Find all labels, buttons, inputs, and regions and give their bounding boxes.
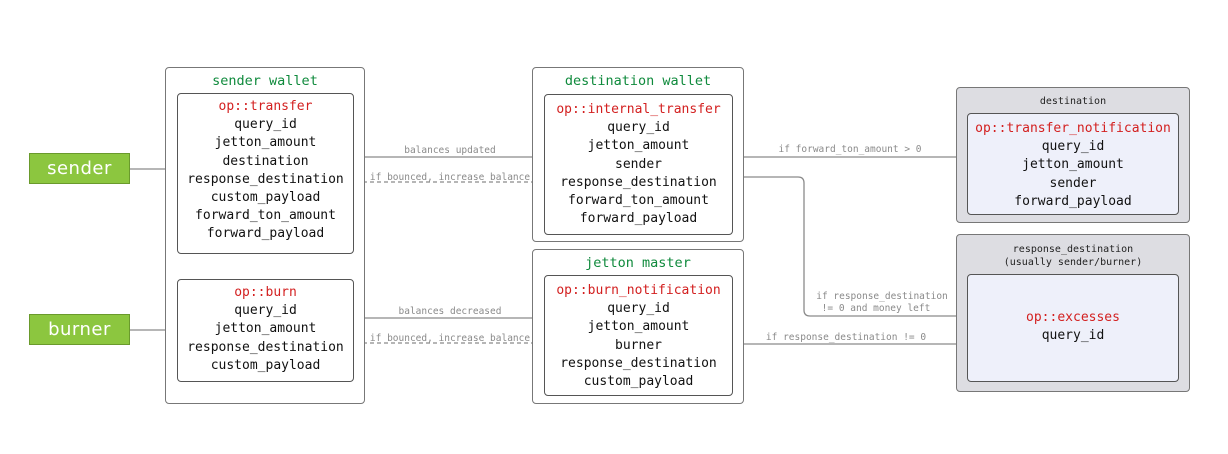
burn-fields: op::burn query_id jetton_amount response…	[178, 284, 353, 375]
field: burner	[615, 337, 662, 353]
field: jetton_amount	[587, 138, 690, 154]
field: response_destination	[560, 355, 717, 371]
field: forward_ton_amount	[568, 192, 709, 208]
internal-transfer-box: op::internal_transfer query_id jetton_am…	[544, 94, 733, 235]
jetton-master-title: jetton master	[585, 255, 691, 271]
label-forward-ton: if forward_ton_amount > 0	[779, 144, 922, 155]
field: forward_ton_amount	[195, 208, 336, 224]
sender-label: sender	[47, 158, 112, 179]
op-burn-notification: op::burn_notification	[556, 283, 721, 298]
op-excesses: op::excesses	[1026, 310, 1120, 325]
label-bounced-2: if bounced, increase balance	[370, 333, 530, 344]
response-destination-subtitle: (usually sender/burner)	[1003, 257, 1143, 268]
transfer-fields: op::transfer query_id jetton_amount dest…	[178, 98, 353, 244]
label-resp-dest-1: if response_destination	[816, 291, 948, 302]
burn-notification-box: op::burn_notification query_id jetton_am…	[544, 275, 733, 396]
field: response_destination	[187, 171, 344, 187]
field: query_id	[607, 120, 670, 136]
field: custom_payload	[210, 357, 321, 373]
excesses-box: op::excesses query_id	[967, 274, 1179, 382]
arrow-excesses-from-transfer	[733, 176, 968, 320]
burner-label: burner	[48, 319, 111, 340]
field: jetton_amount	[1022, 157, 1124, 173]
field: query_id	[234, 117, 297, 133]
op-transfer-notification: op::transfer_notification	[975, 121, 1171, 136]
burn-notification-fields: op::burn_notification query_id jetton_am…	[545, 282, 732, 391]
sender-wallet-title: sender wallet	[212, 73, 318, 89]
field: custom_payload	[210, 189, 321, 205]
field: query_id	[1041, 139, 1105, 155]
op-transfer: op::transfer	[218, 99, 313, 114]
field: sender	[1049, 175, 1097, 191]
burn-message-box: op::burn query_id jetton_amount response…	[177, 279, 354, 382]
field: forward_payload	[579, 211, 698, 227]
label-bounced-1: if bounced, increase balance	[370, 172, 530, 183]
label-resp-dest-2: != 0 and money left	[822, 303, 931, 314]
field: jetton_amount	[214, 321, 317, 337]
field: query_id	[1041, 328, 1105, 344]
field: jetton_amount	[214, 135, 317, 151]
field: query_id	[607, 301, 670, 317]
field: response_destination	[187, 339, 344, 355]
field: forward_payload	[1014, 193, 1132, 209]
transfer-notification-fields: op::transfer_notification query_id jetto…	[968, 120, 1178, 211]
field: jetton_amount	[587, 319, 690, 335]
label-resp-dest-burn: if response_destination != 0	[766, 332, 926, 343]
label-balances-updated: balances updated	[404, 145, 496, 156]
field: sender	[615, 156, 662, 172]
transfer-notification-box: op::transfer_notification query_id jetto…	[967, 113, 1179, 215]
label-balances-decreased: balances decreased	[399, 306, 502, 317]
field: custom_payload	[583, 373, 694, 389]
response-destination-title: response_destination	[1012, 244, 1134, 255]
sender-actor: sender	[29, 153, 130, 184]
field: query_id	[234, 303, 297, 319]
burner-actor: burner	[29, 314, 130, 345]
destination-title: destination	[1039, 96, 1107, 107]
transfer-message-box: op::transfer query_id jetton_amount dest…	[177, 93, 354, 254]
field: forward_payload	[206, 226, 325, 242]
field: response_destination	[560, 174, 717, 190]
internal-transfer-fields: op::internal_transfer query_id jetton_am…	[545, 101, 732, 228]
op-internal-transfer: op::internal_transfer	[556, 102, 721, 117]
op-burn: op::burn	[234, 285, 297, 300]
destination-wallet-title: destination wallet	[564, 73, 712, 89]
excesses-fields: op::excesses query_id	[968, 309, 1178, 345]
field: destination	[222, 153, 309, 169]
